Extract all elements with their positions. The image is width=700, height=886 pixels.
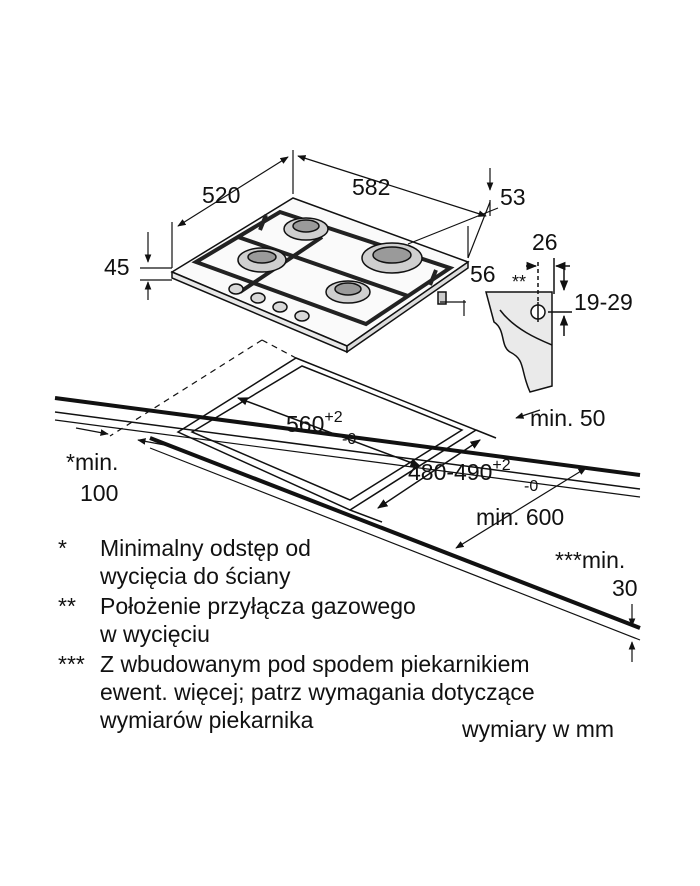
dim-front-min: min. 600 [476, 504, 564, 530]
dim-hob-depth: 520 [202, 182, 240, 208]
note-2-mark: ** [58, 593, 76, 619]
note-1-line-1: Minimalny odstęp od [100, 535, 311, 561]
note-2-line-2: w wycięciu [100, 621, 210, 647]
dim-cutout-width: 560+2 [286, 409, 343, 437]
note-3-line-2: ewent. więcej; patrz wymagania dotyczące [100, 679, 535, 705]
dim-thickness-1: ***min. [555, 547, 625, 573]
burners [237, 217, 423, 304]
worktop-dimension-lines [75, 409, 636, 662]
dim-cutout-width-tol-minus: -0 [342, 431, 356, 448]
dim-thickness-2: 30 [612, 575, 638, 601]
hob-dimension-lines [140, 150, 499, 316]
dim-side-offset: 53 [500, 184, 526, 210]
dim-cutout-depth: 480-490+2 [408, 457, 511, 485]
dim-wall-min-2: 100 [80, 480, 118, 506]
dim-wall-min-1: *min. [66, 449, 118, 475]
gas-hob [170, 197, 470, 354]
cutout [176, 357, 497, 523]
gas-connection-detail [485, 258, 572, 393]
note-1-line-2: wycięcia do ściany [100, 563, 291, 589]
note-1-mark: * [58, 535, 67, 561]
projection-lines [109, 339, 297, 437]
dim-gas-mark: ** [512, 272, 526, 292]
dim-hob-width: 582 [352, 174, 390, 200]
dim-rear-min: min. 50 [530, 405, 605, 431]
control-knobs [228, 283, 310, 322]
units-note: wymiary w mm [462, 716, 615, 742]
note-2-line-1: Położenie przyłącza gazowego [100, 593, 416, 619]
dim-gas-height: 19-29 [574, 289, 633, 315]
note-3-line-1: Z wbudowanym pod spodem piekarnikiem [100, 651, 530, 677]
note-3-mark: *** [58, 651, 85, 677]
dim-gas-width: 26 [532, 229, 558, 255]
dim-cutout-edge: 56 [470, 261, 496, 287]
dim-hob-height: 45 [104, 254, 130, 280]
note-3-line-3: wymiarów piekarnika [100, 707, 314, 733]
dim-cutout-depth-tol-minus: -0 [524, 478, 538, 495]
